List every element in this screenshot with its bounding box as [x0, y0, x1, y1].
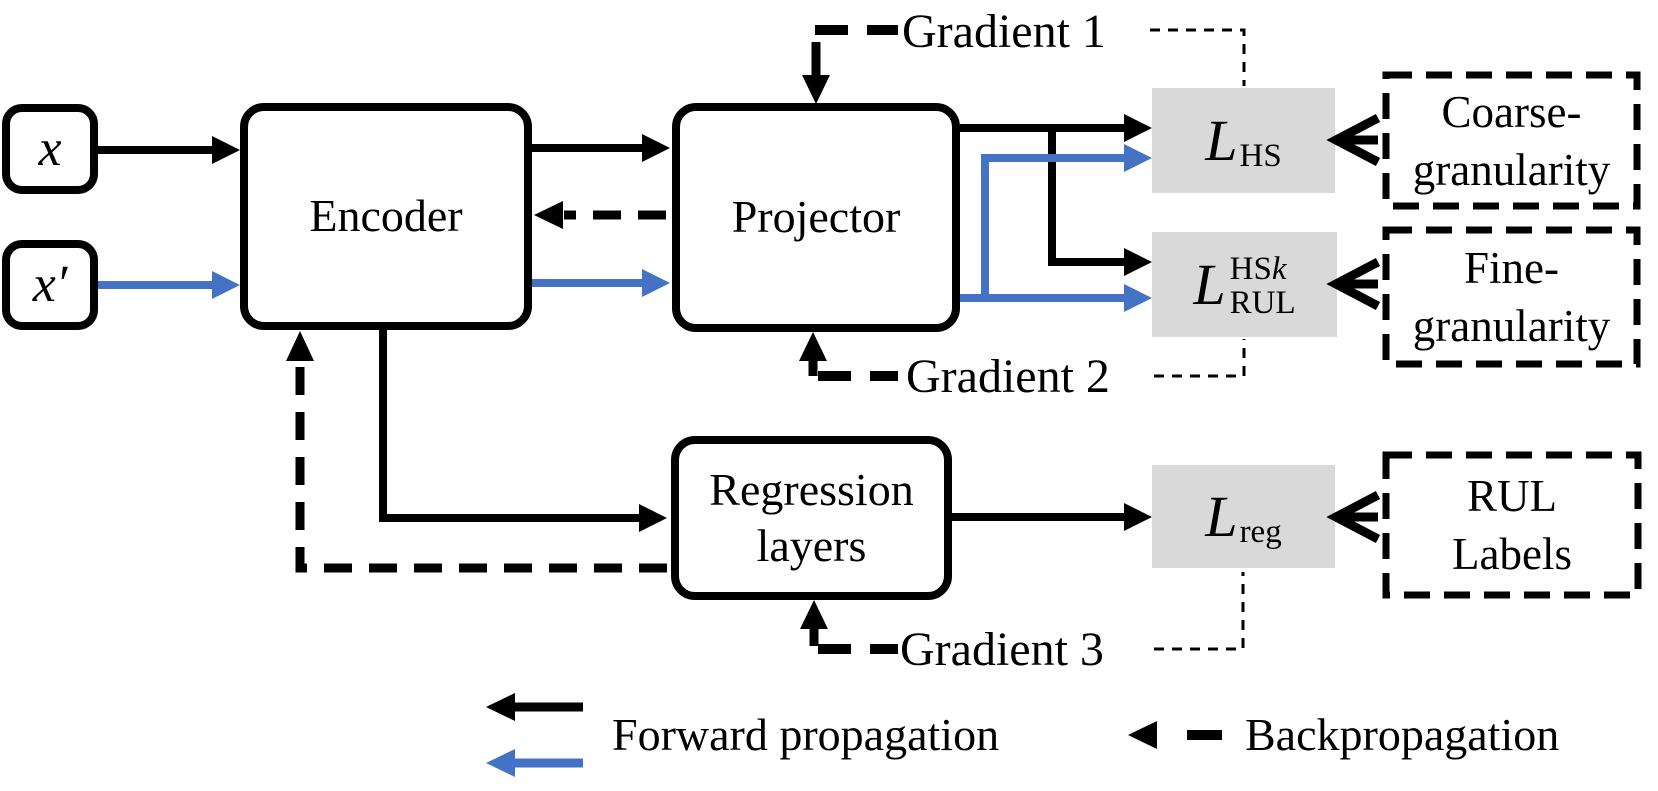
arrow-projector-to-loss-hs-blue	[981, 144, 1152, 300]
legend-forward-label: Forward propagation	[612, 709, 1000, 760]
loss-rul-base: L	[1193, 251, 1226, 317]
arrow-regression-to-encoder-backprop	[286, 331, 667, 573]
arrow-x-to-encoder	[98, 136, 240, 164]
arrow-rul-labels-to-loss-reg	[1326, 491, 1381, 543]
input-x-box: x	[2, 104, 98, 194]
arrow-encoder-to-regression	[379, 328, 667, 532]
gradient-1-arrow	[802, 25, 898, 104]
arrow-x-prime-to-encoder	[98, 271, 240, 299]
arrow-projector-to-loss-rul-blue	[960, 284, 1152, 312]
arrow-fine-to-loss-rul	[1326, 258, 1381, 310]
arrow-encoder-to-projector-black	[532, 134, 670, 162]
gradient-1-label: Gradient 1	[902, 5, 1106, 58]
loss-rul-sub: RUL	[1229, 284, 1296, 321]
arrow-encoder-to-projector-blue	[532, 269, 670, 297]
projector-label: Projector	[731, 191, 901, 243]
legend-backward-label: Backpropagation	[1245, 709, 1560, 760]
encoder-label: Encoder	[309, 190, 463, 242]
gradient-3-label: Gradient 3	[900, 623, 1104, 676]
gradient-3-arrow	[800, 600, 898, 654]
regression-layers-label: Regression layers	[709, 463, 914, 571]
rul-labels-label: RUL Labels	[1452, 470, 1572, 580]
loss-rul-sup: HSk	[1229, 250, 1287, 287]
gradient-2-connector	[1154, 339, 1246, 378]
arrow-projector-to-encoder-backprop	[534, 201, 666, 229]
gradient-2-label: Gradient 2	[906, 350, 1110, 403]
gradient-3-connector	[1154, 572, 1245, 651]
arrow-projector-to-loss-rul-black	[1048, 126, 1152, 276]
arrow-coarse-to-loss-hs	[1326, 114, 1381, 166]
legend-backprop-arrow-icon	[1128, 721, 1222, 749]
projector-box: Projector	[672, 103, 960, 332]
arrow-regression-to-loss-reg	[952, 503, 1152, 531]
regression-layers-box: Regression layers	[671, 436, 952, 600]
fine-granularity-label: Fine- granularity	[1412, 242, 1611, 352]
loss-hs-base: L	[1205, 107, 1238, 173]
gradient-2-arrow	[799, 332, 898, 381]
legend-forward-black-arrow-icon	[486, 693, 583, 721]
input-x-prime-box: x′	[2, 240, 98, 330]
input-x-label: x	[38, 120, 62, 178]
legend-forward-blue-arrow-icon	[486, 749, 583, 777]
coarse-granularity-label: Coarse- granularity	[1412, 86, 1611, 196]
loss-hs-sub: HS	[1239, 138, 1282, 174]
loss-reg-sub: reg	[1239, 514, 1282, 550]
arrow-projector-to-loss-hs-black	[960, 114, 1152, 142]
encoder-box: Encoder	[240, 103, 532, 330]
gradient-1-connector	[1150, 28, 1246, 86]
input-x-prime-label: x′	[32, 256, 68, 314]
loss-reg-base: L	[1205, 483, 1238, 549]
